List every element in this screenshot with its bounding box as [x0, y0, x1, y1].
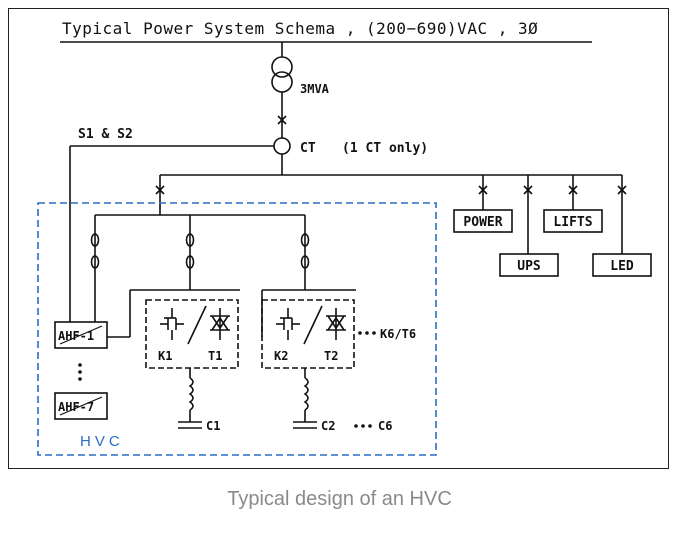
hvc-boundary-box — [37, 202, 437, 456]
fuse-ahf — [90, 233, 100, 269]
fuse-stage1 — [185, 233, 195, 269]
stage2-switch-box — [261, 299, 355, 369]
current-transformer-symbol — [273, 137, 291, 155]
load-box-power — [453, 209, 513, 233]
power-system-schematic: Typical Power System Schema , (200−690)V… — [37, 19, 652, 456]
schema-title: Typical Power System Schema , (200−690)V… — [62, 19, 538, 38]
more-caps-dots — [354, 424, 372, 428]
hvc-label: HVC — [80, 433, 124, 450]
stage2-reactor-coil — [303, 377, 309, 411]
hvc-breaker-x — [155, 185, 165, 195]
contactor-k1-symbol — [160, 308, 184, 340]
stage2-divider-slash — [303, 305, 323, 345]
load-box-lifts — [543, 209, 603, 233]
ahf-7-slash — [59, 396, 103, 416]
t1-label: T1 — [208, 349, 222, 363]
transformer-primary-coil — [271, 56, 293, 78]
k1-label: K1 — [158, 349, 172, 363]
ct-label: CT — [300, 141, 316, 156]
signal-label: S1 & S2 — [78, 127, 133, 142]
load-label-led: LED — [610, 259, 634, 274]
stage1-reactor-coil — [188, 377, 194, 411]
ahf-1-box — [54, 321, 108, 349]
more-caps-label: C6 — [378, 419, 392, 433]
t2-label: T2 — [324, 349, 338, 363]
ahf-1-slash — [59, 325, 103, 345]
load-label-power: POWER — [463, 215, 502, 230]
figure-caption: Typical design of an HVC — [227, 488, 452, 510]
c1-label: C1 — [206, 419, 220, 433]
fuse-stage2 — [300, 233, 310, 269]
schematic-frame — [8, 8, 669, 469]
ahf-7-box — [54, 392, 108, 420]
stage1-switch-box — [145, 299, 239, 369]
k2-label: K2 — [274, 349, 288, 363]
thyristor-t1-symbol — [210, 308, 230, 340]
transformer-secondary-coil — [271, 71, 293, 93]
load-box-ups — [499, 253, 559, 277]
c2-label: C2 — [321, 419, 335, 433]
load-feeders — [478, 175, 627, 254]
ahf-continuation-dots — [78, 363, 82, 381]
transformer-rating: 3MVA — [300, 82, 330, 96]
main-breaker-x — [277, 115, 287, 125]
ahf-1-label: AHF-1 — [58, 329, 94, 343]
load-box-led — [592, 253, 652, 277]
more-stages-label: K6/T6 — [380, 327, 416, 341]
ct-note: (1 CT only) — [342, 141, 428, 156]
stage1-divider-slash — [187, 305, 207, 345]
ahf-7-label: AHF-7 — [58, 400, 94, 414]
thyristor-t2-symbol — [326, 308, 346, 340]
load-label-ups: UPS — [517, 259, 541, 274]
more-stages-dots — [358, 331, 376, 335]
load-label-lifts: LIFTS — [553, 215, 592, 230]
contactor-k2-symbol — [276, 308, 300, 340]
